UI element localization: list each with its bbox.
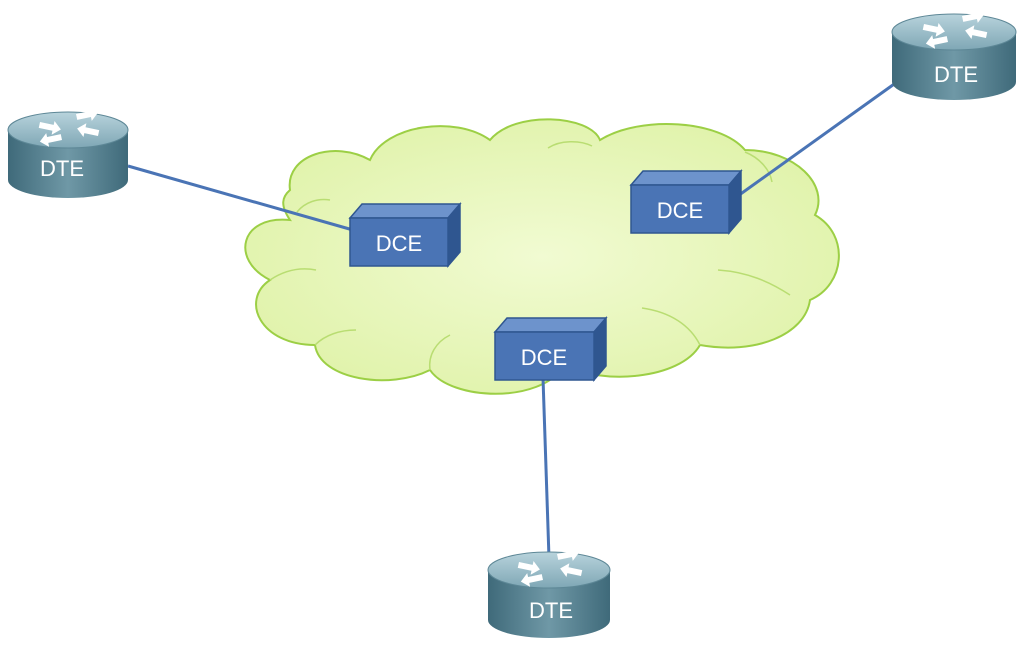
dte-router-right: DTE bbox=[891, 7, 1017, 100]
dce-switch-center: DCE bbox=[493, 315, 608, 383]
dce-label-right: DCE bbox=[657, 198, 703, 223]
link-left bbox=[127, 164, 361, 234]
link-bottom bbox=[541, 377, 551, 559]
dce-label-left: DCE bbox=[376, 231, 422, 256]
link-right bbox=[734, 80, 898, 200]
dte-label-bottom: DTE bbox=[529, 598, 573, 623]
dte-router-left: DTE bbox=[7, 105, 129, 198]
dce-label-center: DCE bbox=[521, 345, 567, 370]
dce-switch-left: DCE bbox=[348, 201, 462, 269]
cloud-lobe-lines bbox=[269, 141, 791, 371]
links bbox=[127, 80, 898, 559]
dte-label-left: DTE bbox=[40, 156, 84, 181]
dce-switch-right: DCE bbox=[629, 168, 743, 236]
dte-router-bottom: DTE bbox=[487, 545, 611, 638]
dte-label-right: DTE bbox=[934, 62, 978, 87]
